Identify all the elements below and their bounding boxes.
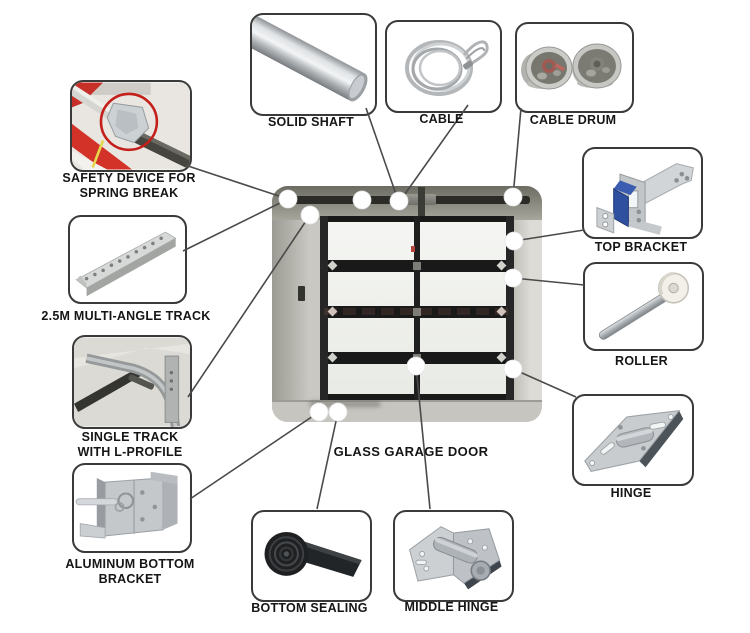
aluminum-bottom-bracket-image <box>75 471 178 539</box>
callout-line-hinge <box>512 368 577 398</box>
cable-drum-label: CABLE DRUM <box>529 113 617 127</box>
bottom-sealing-image <box>264 531 362 577</box>
center-spring-bracket <box>418 187 425 216</box>
callout-line-single-track <box>187 214 311 398</box>
roller-label: ROLLER <box>615 354 668 368</box>
callout-dot-corner-top-left <box>278 189 298 209</box>
callout-line-solid-shaft <box>365 107 399 201</box>
multi-angle-track-label: 2.5M MULTI-ANGLE TRACK <box>41 309 211 323</box>
callout-dot-right-top <box>504 231 524 251</box>
hinge-label: HINGE <box>610 486 652 500</box>
aluminum-bottom-bracket-label: ALUMINUM BOTTOM BRACKET <box>65 557 195 587</box>
callout-dot-left-track <box>300 205 320 225</box>
part-card-top-bracket <box>582 147 703 239</box>
part-card-aluminum-bottom-bracket <box>72 463 192 553</box>
middle-hinge-marker <box>413 262 421 270</box>
callout-line-top-bracket <box>513 229 585 242</box>
safety-device-label: SAFETY DEVICE FOR SPRING BREAK <box>62 171 196 201</box>
solid-shaft-image <box>252 15 368 102</box>
callout-line-roller <box>512 277 585 286</box>
top-bracket-image <box>596 163 694 235</box>
callout-dot-center-bottom <box>406 356 426 376</box>
glass-garage-door-label: GLASS GARAGE DOOR <box>333 444 489 459</box>
callout-line-cable-drum <box>512 107 522 198</box>
part-card-solid-shaft <box>250 13 377 116</box>
part-card-single-track <box>72 335 192 429</box>
cable-image <box>405 40 489 96</box>
callout-line-cable <box>399 104 469 202</box>
middle-hinge-marker <box>413 308 421 316</box>
callout-dot-right-mid <box>503 268 523 288</box>
callout-line-bottom-sealing <box>316 411 339 510</box>
cable-label: CABLE <box>419 112 464 126</box>
safety-device-image <box>72 82 190 170</box>
callout-line-multi-angle-track <box>182 198 289 252</box>
cable-drum-image <box>521 43 622 90</box>
callout-dot-bottom-left-2 <box>328 402 348 422</box>
middle-hinge-image <box>409 526 502 590</box>
callout-line-middle-hinge <box>415 365 431 510</box>
door-panel-grid <box>320 216 514 400</box>
door-left-track <box>320 216 328 400</box>
part-card-cable <box>385 20 502 113</box>
part-card-bottom-sealing <box>251 510 372 602</box>
callout-dot-corner-top-right <box>503 187 523 207</box>
callout-dot-bottom-left-1 <box>309 402 329 422</box>
part-card-safety-device <box>70 80 192 172</box>
part-card-middle-hinge <box>393 510 514 602</box>
bottom-sealing-label: BOTTOM SEALING <box>251 601 368 615</box>
callout-dot-shaft-left <box>352 190 372 210</box>
callout-line-safety-device <box>187 165 289 200</box>
roller-image <box>598 271 690 340</box>
floor-smudge <box>310 401 380 407</box>
watermark-dot <box>411 246 415 252</box>
photo-watermark <box>324 308 510 315</box>
door-left-wall <box>272 186 322 422</box>
callout-dot-shaft-center <box>389 191 409 211</box>
part-card-roller <box>583 262 704 351</box>
door-right-wall <box>512 186 542 422</box>
single-track-image <box>74 337 190 427</box>
multi-angle-track-image <box>75 231 177 297</box>
door-right-track <box>506 216 514 400</box>
part-card-cable-drum <box>515 22 634 113</box>
middle-hinge-label: MIDDLE HINGE <box>404 600 499 614</box>
callout-line-aluminum-bottom-bracket <box>189 411 320 500</box>
wall-switch <box>298 286 305 301</box>
part-card-hinge <box>572 394 694 486</box>
solid-shaft-label: SOLID SHAFT <box>267 115 355 129</box>
single-track-label: SINGLE TRACK WITH L-PROFILE <box>77 430 183 460</box>
part-card-multi-angle-track <box>68 215 187 304</box>
top-bracket-label: TOP BRACKET <box>594 240 688 254</box>
callout-dot-right-low <box>503 359 523 379</box>
hinge-image <box>584 409 684 473</box>
